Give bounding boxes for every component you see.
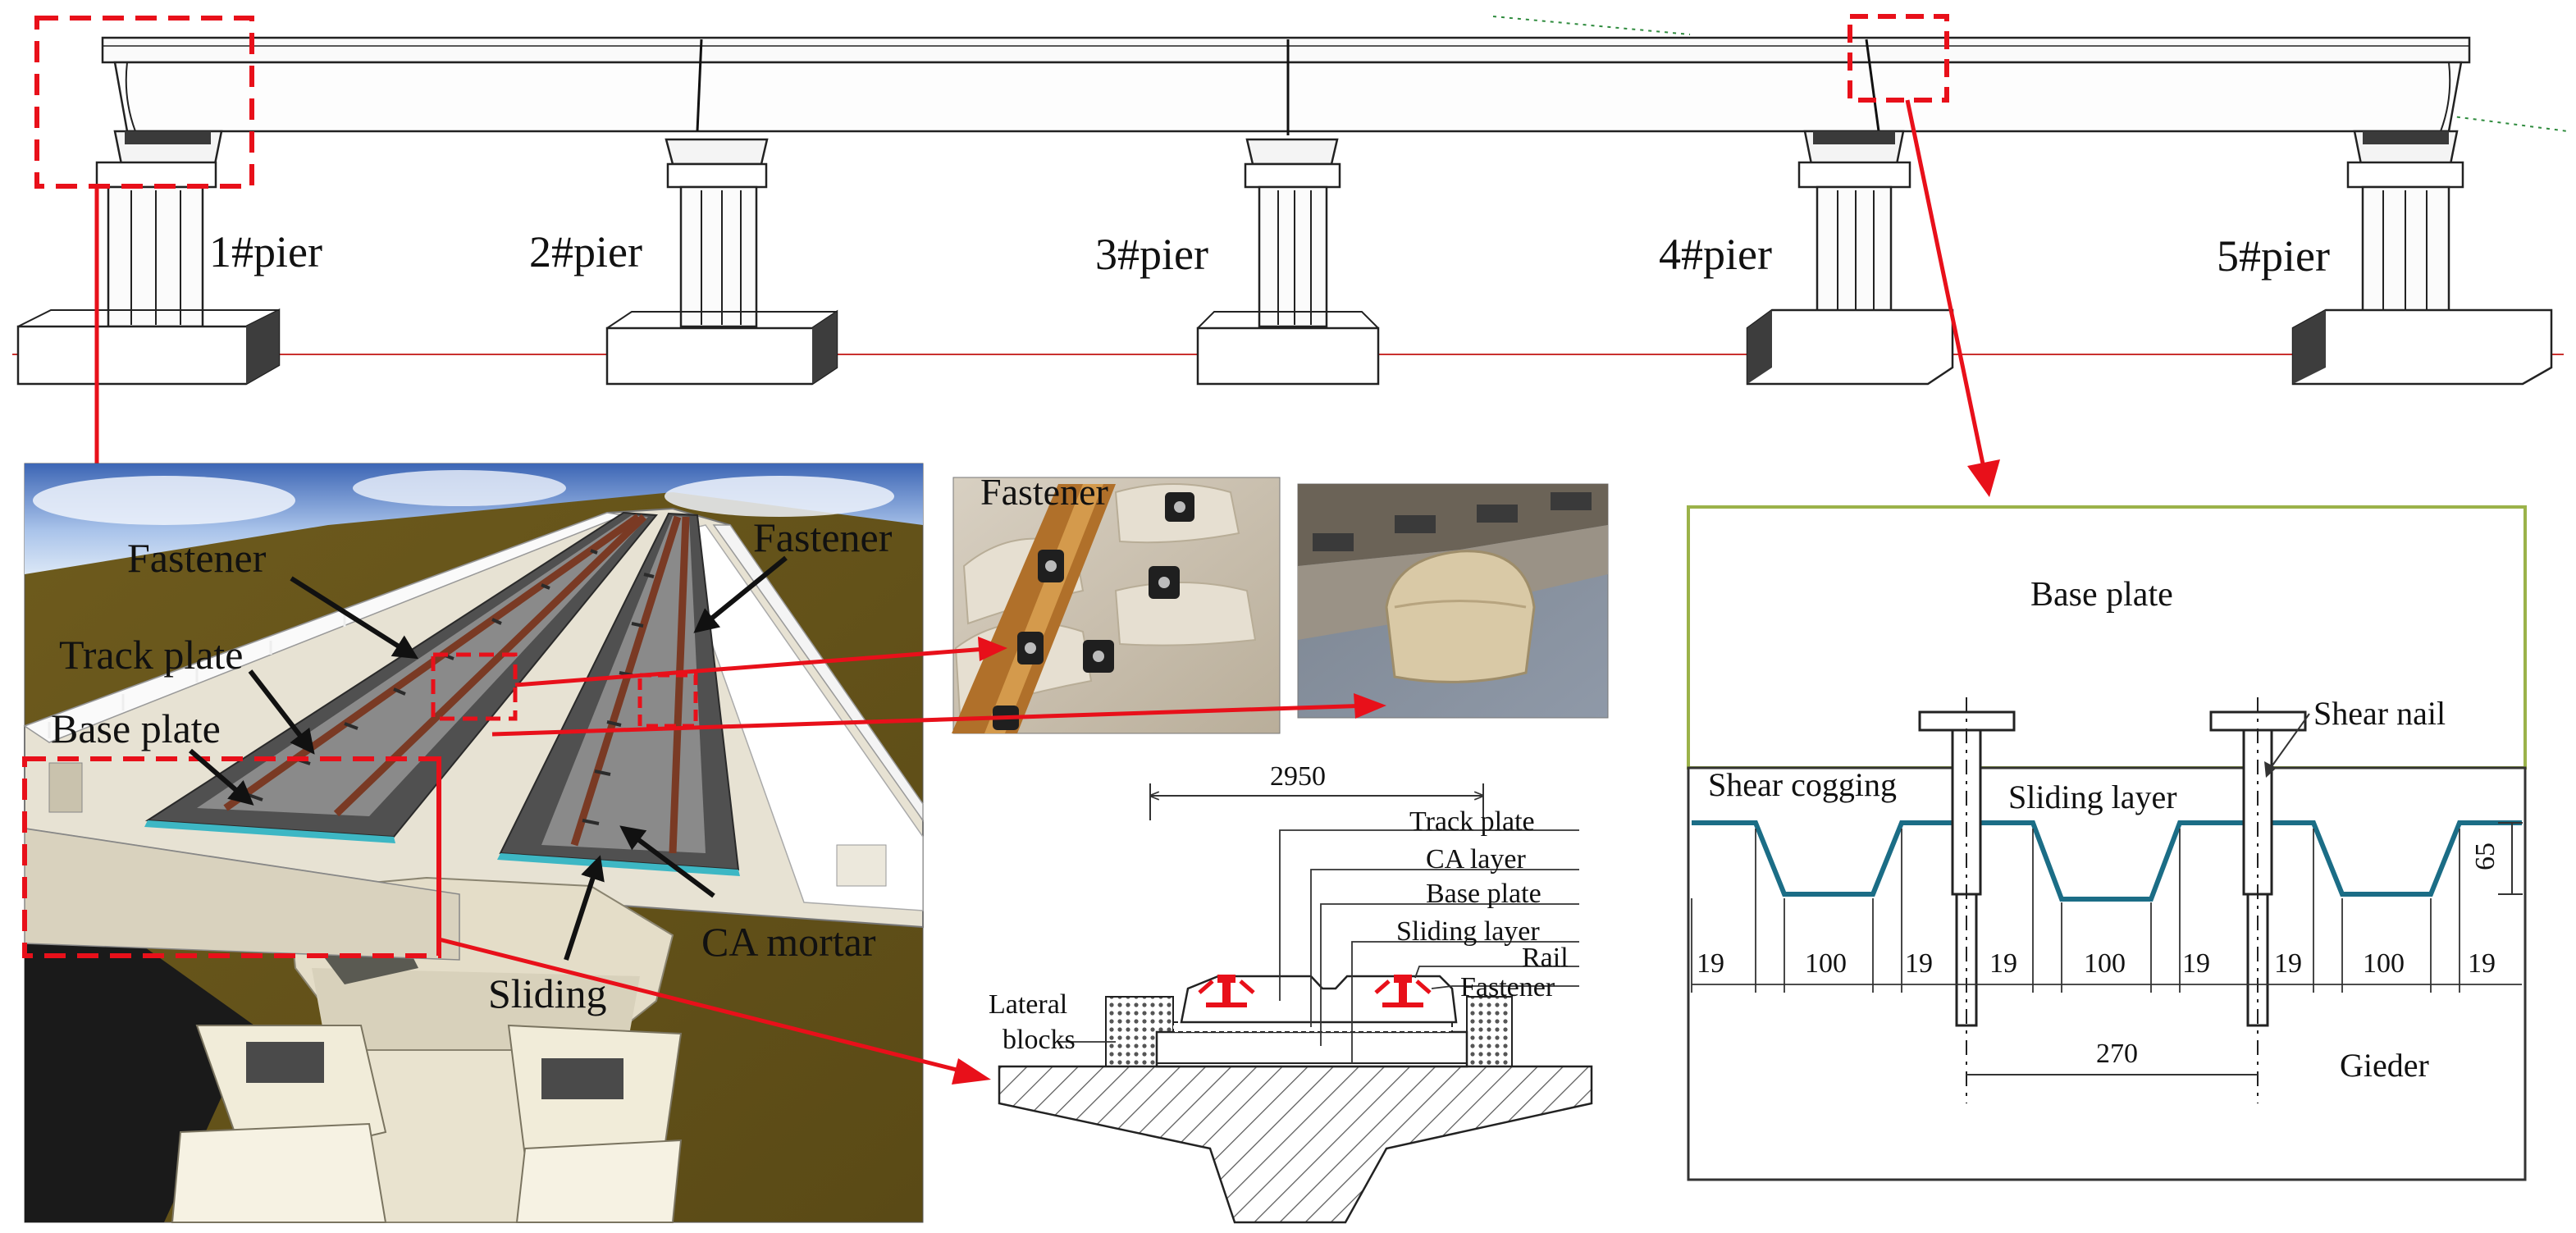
dim-100: 100 (1805, 948, 1847, 979)
deck-top (101, 36, 2471, 64)
section-rail-left (1198, 975, 1255, 1007)
callout-arrow-photo1 (514, 646, 998, 687)
dim-19: 19 (1697, 948, 1724, 979)
pier-label-4: 4#pier (1659, 230, 1772, 279)
layer-label-sliding-layer: Sliding layer (1396, 916, 1540, 947)
layer-label-track-plate: Track plate (1409, 806, 1535, 837)
dim-19: 19 (1989, 948, 2017, 979)
section-ca-layer (1172, 1021, 1453, 1033)
layer-label-rail: Rail (1522, 943, 1569, 973)
callout-arrow-right (1905, 99, 1988, 477)
pier-4 (1746, 130, 1954, 386)
projection-line (2440, 114, 2569, 132)
label-lateral: Lateral (989, 989, 1067, 1020)
dim-100: 100 (2363, 948, 2405, 979)
render-3d-view: Fastener Fastener Track plate Base plate… (22, 463, 924, 1223)
callout-box-fastener (431, 652, 518, 721)
callout-box-pier1 (34, 16, 254, 189)
section-base-plate (1155, 1030, 1468, 1068)
callout-box-joint (1848, 14, 1949, 103)
detail-base-plate-box (1687, 505, 2527, 769)
shear-detail: Base plate Shear nail Shear cogging Slid… (1687, 505, 2527, 1181)
detail-label-shear-nail: Shear nail (2313, 695, 2446, 732)
section-rail-right (1374, 975, 1432, 1007)
layer-label-fastener: Fastener (1460, 972, 1555, 1002)
label-track-plate: Track plate (59, 632, 244, 678)
detail-label-base-plate: Base plate (2030, 576, 2173, 614)
dim-19: 19 (1905, 948, 1933, 979)
dim-100: 100 (2084, 948, 2126, 979)
lateral-block-right (1466, 996, 1513, 1067)
photo-label-fastener: Fastener (980, 471, 1108, 513)
label-base-plate: Base plate (51, 706, 221, 751)
label-fastener-left: Fastener (127, 535, 267, 581)
pier-label-1: 1#pier (209, 227, 322, 276)
layer-label-base-plate: Base plate (1426, 879, 1541, 909)
bridge-elevation: 1#pier 2#pier 3#pier 4#pier 5#pier (12, 14, 2569, 386)
pier-label-3: 3#pier (1095, 230, 1208, 279)
pier-label-5: 5#pier (2217, 231, 2330, 281)
pier-5 (2291, 130, 2553, 386)
callout-arrow-photo2 (491, 703, 1372, 737)
dim-2950: 2950 (1270, 761, 1326, 792)
shear-nail-left (1918, 697, 2016, 1103)
photo-fastener: Fastener (952, 471, 1281, 734)
detail-label-girder: Gieder (2340, 1047, 2429, 1084)
layer-label-ca-layer: CA layer (1426, 844, 1526, 875)
pier-3 (1196, 138, 1380, 386)
pier-label-2: 2#pier (529, 227, 642, 276)
pier-1 (16, 130, 281, 386)
dim-270: 270 (2096, 1039, 2138, 1069)
label-ca-mortar: CA mortar (701, 919, 876, 965)
label-fastener-right: Fastener (753, 514, 893, 560)
photo-shear-cogging (1297, 483, 1609, 719)
dim-19: 19 (2182, 948, 2210, 979)
detail-girder-box (1687, 766, 2527, 1181)
pier-2 (605, 138, 838, 386)
dim-65: 65 (2470, 843, 2501, 870)
detail-label-sliding-layer: Sliding layer (2008, 779, 2177, 815)
dim-19: 19 (2468, 948, 2496, 979)
shear-nail-right (2209, 697, 2307, 1103)
callout-arrow-section (438, 937, 977, 1077)
shear-cogging-profile (1692, 820, 2522, 902)
projection-line (1492, 16, 1691, 35)
cross-section-drawing: 2950 (989, 761, 1593, 1224)
detail-label-shear-cogging: Shear cogging (1708, 766, 1897, 803)
label-blocks: blocks (1003, 1025, 1076, 1055)
dim-19: 19 (2274, 948, 2302, 979)
